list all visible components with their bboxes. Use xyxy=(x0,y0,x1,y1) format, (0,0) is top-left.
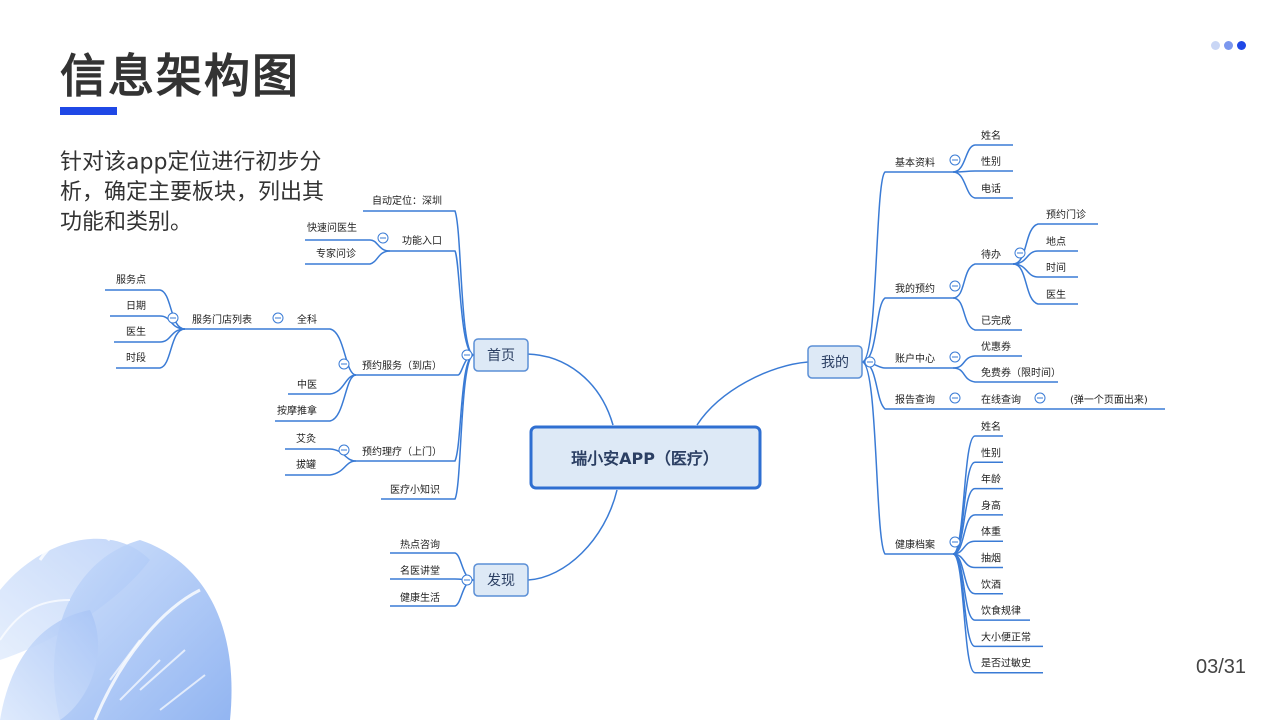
label-general-practice: 全科 xyxy=(297,313,317,326)
label-doctor: 医生 xyxy=(126,325,146,338)
label-therapy-home: 预约理疗（上门） xyxy=(362,445,442,458)
label-place: 地点 xyxy=(1046,235,1066,248)
discover-node-label: 发现 xyxy=(487,573,515,589)
label-auto-location: 自动定位：深圳 xyxy=(372,194,442,207)
health-record-item: 是否过敏史 xyxy=(981,657,1031,670)
health-record-item: 体重 xyxy=(981,525,1001,538)
label-date: 日期 xyxy=(126,300,146,312)
label-basic-info: 基本资料 xyxy=(895,156,935,169)
health-record-item: 抽烟 xyxy=(981,552,1001,565)
mine-node-label: 我的 xyxy=(821,355,849,371)
label-phone: 电话 xyxy=(981,182,1001,195)
label-health-record: 健康档案 xyxy=(895,538,935,551)
health-record-connector xyxy=(952,461,1003,555)
health-record-item: 饮食规律 xyxy=(981,604,1021,617)
health-record-item: 身高 xyxy=(981,499,1001,512)
label-time: 时间 xyxy=(1046,261,1066,274)
health-record-item: 性别 xyxy=(981,446,1001,459)
label-healthy-life: 健康生活 xyxy=(400,591,440,604)
health-record-connector xyxy=(952,514,1003,555)
page-title: 信息架构图 xyxy=(60,49,300,103)
label-quick-ask-doctor: 快速问医生 xyxy=(307,221,357,234)
health-record-connector xyxy=(952,540,1003,555)
label-gender: 性别 xyxy=(981,155,1001,168)
center-node[interactable] xyxy=(529,425,762,490)
label-hot-news: 热点咨询 xyxy=(400,538,440,551)
label-free-coupon: 免费券（限时间） xyxy=(981,366,1061,379)
label-report-query: 报告查询 xyxy=(895,393,935,406)
health-record-item: 饮酒 xyxy=(981,578,1001,591)
health-record-connector xyxy=(952,487,1003,555)
label-popup-page: (弹一个页面出来) xyxy=(1070,393,1148,406)
health-record-connector xyxy=(952,553,1043,674)
label-expert-consult: 专家问诊 xyxy=(316,247,356,260)
dot-1 xyxy=(1211,41,1220,50)
label-my-appointment: 我的预约 xyxy=(895,282,935,295)
leaf-illustration xyxy=(0,530,232,720)
page-number: 03/31 xyxy=(1196,656,1247,678)
label-name: 姓名 xyxy=(981,129,1001,142)
label-service-point: 服务点 xyxy=(116,273,146,286)
label-pending: 待办 xyxy=(981,248,1001,261)
label-cupping: 拔罐 xyxy=(296,458,316,471)
health-record-item: 年龄 xyxy=(981,473,1001,486)
title-underline xyxy=(60,107,117,115)
page-dots xyxy=(1211,41,1246,50)
intro-text: 针对该app定位进行初步分析，确定主要板块，列出其功能和类别。 xyxy=(60,150,325,235)
label-medical-knowledge: 医疗小知识 xyxy=(390,483,440,496)
label-coupon: 优惠券 xyxy=(981,340,1011,353)
label-appt-clinic: 预约门诊 xyxy=(1046,208,1086,221)
label-moxibustion: 艾灸 xyxy=(296,432,316,445)
label-online-query: 在线查询 xyxy=(981,393,1021,406)
label-tcm: 中医 xyxy=(297,378,317,391)
health-record-item: 大小便正常 xyxy=(981,630,1031,643)
label-function-entry: 功能入口 xyxy=(402,234,442,247)
label-store-list: 服务门店列表 xyxy=(192,313,252,326)
label-doctor-lecture: 名医讲堂 xyxy=(400,564,440,577)
health-record-item: 姓名 xyxy=(981,420,1001,433)
center-node-label: 瑞小安APP（医疗） xyxy=(571,449,719,468)
label-done: 已完成 xyxy=(981,314,1011,327)
label-time-slot: 时段 xyxy=(126,351,146,364)
label-appointment-store: 预约服务（到店） xyxy=(362,359,442,372)
home-node-label: 首页 xyxy=(487,348,515,364)
discover-node[interactable] xyxy=(473,563,529,597)
home-node[interactable] xyxy=(473,338,529,372)
mine-node[interactable] xyxy=(807,345,863,379)
dot-2 xyxy=(1224,41,1233,50)
label-account-center: 账户中心 xyxy=(895,352,935,365)
label-massage: 按摩推拿 xyxy=(277,404,317,417)
dot-3 xyxy=(1237,41,1246,50)
label-appt-doctor: 医生 xyxy=(1046,288,1066,301)
